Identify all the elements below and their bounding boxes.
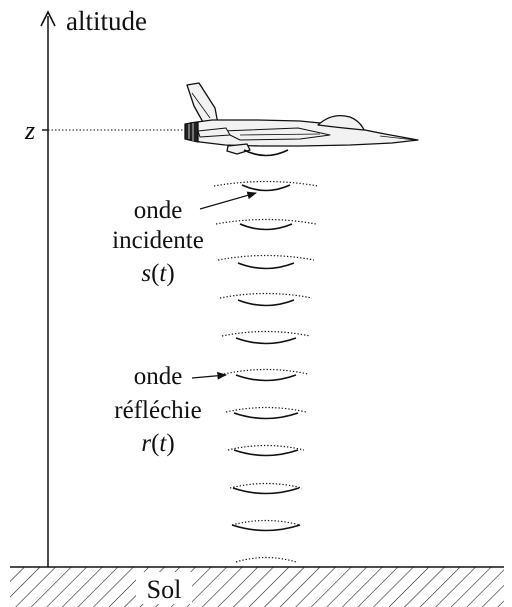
ground-hatching: [10, 567, 504, 607]
incident-wavefront: [239, 223, 293, 231]
reflected-line2: réfléchie: [114, 397, 201, 424]
incident-wavefront: [235, 374, 297, 382]
ground-label: Sol: [147, 575, 182, 604]
incident-symbol: s: [141, 260, 151, 287]
incident-wavefront: [237, 262, 295, 270]
reflected-wavefront: [231, 519, 301, 526]
reflected-wavefront: [219, 292, 313, 299]
reflected-arg: t: [159, 430, 167, 457]
altitude-z-marker: z: [24, 116, 195, 145]
reflected-signal: r(t): [141, 430, 174, 457]
reflected-wavefront: [213, 180, 319, 187]
incident-wavefront: [235, 337, 297, 345]
axis-arrow-icon: [40, 10, 56, 27]
incident-wave-label: onde incidente s(t): [112, 191, 257, 287]
axis-label: altitude: [66, 6, 147, 36]
altitude-axis: altitude: [40, 6, 147, 567]
incident-wavefront: [241, 184, 291, 192]
incident-wavefront: [243, 149, 289, 157]
incident-pointer-arrow: [199, 191, 257, 210]
incident-line1: onde: [134, 197, 183, 224]
reflected-line1: onde: [134, 363, 183, 390]
reflected-wavefront: [217, 254, 315, 261]
incident-wavefront: [231, 524, 301, 532]
z-label: z: [24, 116, 35, 145]
reflected-wavefront: [215, 218, 317, 225]
ground-label-bg: [136, 572, 192, 604]
incident-signal: s(t): [141, 260, 174, 287]
incident-wavefront: [237, 299, 295, 307]
incident-wavefront: [233, 449, 299, 457]
reflected-wavefront: [227, 444, 305, 451]
reflected-wavefront: [225, 406, 307, 413]
wave-fronts: [213, 149, 319, 563]
ground: Sol: [10, 566, 504, 607]
reflected-wave-label: onde réfléchie r(t): [114, 363, 227, 457]
reflected-wavefront: [229, 482, 303, 489]
reflected-wavefront: [235, 556, 297, 563]
reflected-wavefront: [221, 330, 311, 337]
incident-arg: t: [159, 260, 167, 287]
incident-line2: incidente: [112, 227, 204, 254]
reflected-symbol: r: [141, 430, 151, 457]
incident-wavefront: [232, 487, 300, 495]
reflected-wavefront: [223, 368, 309, 375]
aircraft-icon: [184, 82, 419, 155]
incident-wavefront: [233, 412, 299, 420]
reflected-pointer-arrow: [191, 371, 227, 380]
